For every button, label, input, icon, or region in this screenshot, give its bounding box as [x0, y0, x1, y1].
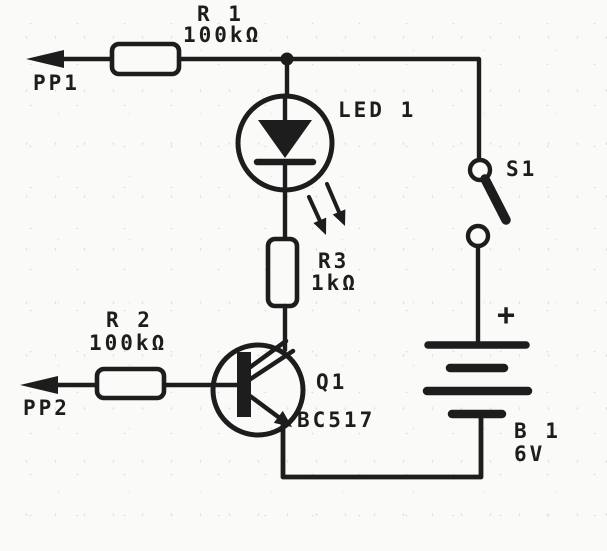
label-pp2: PP2	[23, 396, 70, 420]
transistor-q1-collector-line-1	[246, 338, 289, 371]
label-q1-part: BC517	[297, 408, 376, 432]
switch-s1-lever	[480, 174, 511, 225]
resistor-r3-body	[265, 236, 300, 309]
label-r1-value: 100kΩ	[183, 23, 262, 47]
resistor-r1-body	[109, 41, 182, 77]
resistor-r2-body	[94, 366, 167, 401]
label-r1-ref: R 1	[197, 2, 244, 26]
label-s1: S1	[506, 157, 538, 181]
led1-diode-triangle	[258, 120, 312, 158]
light-emission-arrows-icon	[307, 182, 346, 235]
label-pp1: PP1	[33, 71, 80, 95]
transistor-q1-emitter-line	[247, 393, 284, 422]
transistor-q1-collector-line-2	[246, 348, 296, 383]
transistor-q1-circle	[210, 342, 306, 438]
label-r3-ref: R3	[318, 249, 350, 273]
label-b1-value: 6V	[514, 442, 546, 466]
label-r2-value: 100kΩ	[89, 331, 168, 355]
label-r3-value: 1kΩ	[311, 271, 358, 295]
label-led1: LED 1	[338, 98, 417, 122]
label-b1-polarity: +	[497, 298, 516, 333]
probe-arrow-pp2-icon	[20, 376, 58, 394]
transistor-q1-emitter-arrow-icon	[273, 410, 292, 427]
probe-arrow-pp1-icon	[26, 50, 64, 68]
wire-top-rail	[55, 56, 482, 163]
battery-b1-plates	[422, 341, 533, 419]
label-b1-ref: B 1	[514, 419, 561, 443]
switch-s1-bottom-contact	[465, 223, 491, 249]
label-q1-ref: Q1	[316, 370, 348, 394]
wire-bottom-rail	[280, 414, 484, 480]
label-r2-ref: R 2	[106, 308, 153, 332]
